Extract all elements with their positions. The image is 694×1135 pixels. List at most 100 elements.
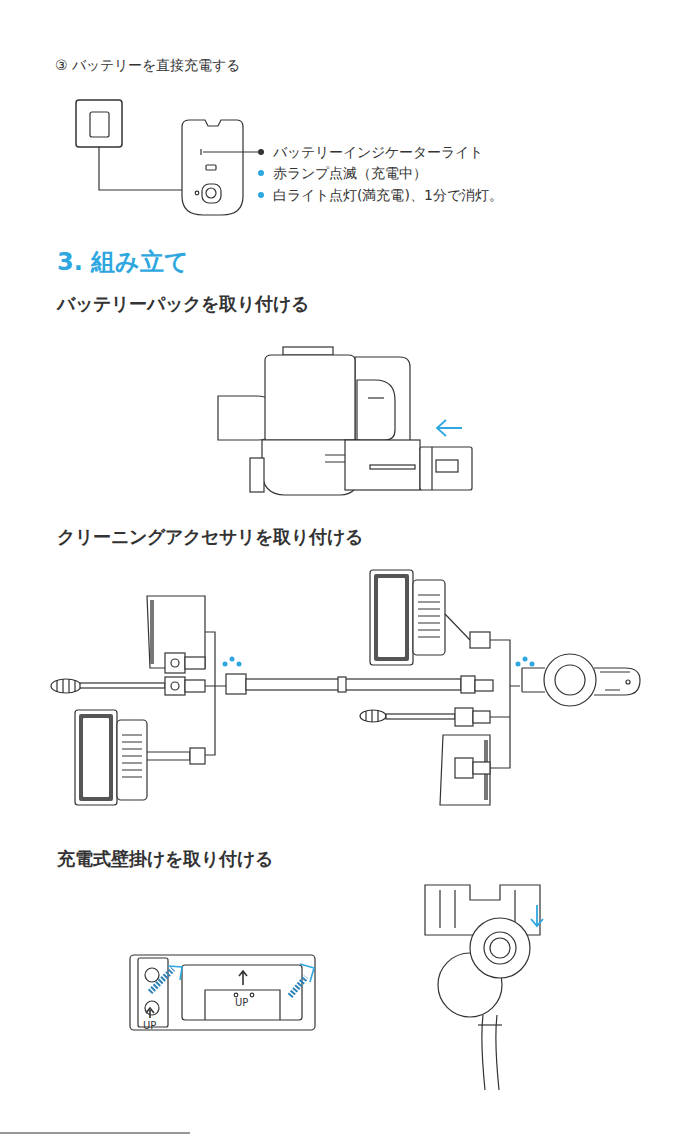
screw (300, 964, 314, 982)
connect-dots (230, 657, 235, 662)
leader-line (258, 192, 264, 198)
screw (150, 964, 314, 996)
crevice-tool (171, 682, 179, 690)
crevice-tool (360, 708, 490, 726)
crevice-tool (386, 714, 455, 719)
crevice-tool (185, 680, 205, 692)
orientation-mark: UP (235, 996, 248, 1009)
vacuum-body (368, 397, 384, 398)
floor-head (117, 720, 147, 800)
down-arrow (531, 905, 543, 926)
floor-head (370, 570, 490, 665)
mounted-vacuum (470, 918, 530, 978)
wall-mount-plate (182, 965, 302, 1020)
dust-brush (147, 780, 200, 805)
screw (168, 966, 182, 980)
connect-dots (516, 662, 521, 667)
extension-tube (246, 679, 461, 690)
wall-mount-plate (145, 968, 159, 982)
dust-brush (185, 657, 205, 669)
dust-brush (171, 659, 179, 667)
crevice-tool (51, 679, 81, 693)
mounted-vacuum (484, 932, 516, 964)
floor-head (75, 710, 117, 805)
wall-mount-plate (130, 955, 315, 1030)
floor-head (147, 752, 190, 760)
floor-head (79, 714, 113, 801)
vacuum-body (345, 440, 420, 490)
wall-mount-plate (239, 971, 247, 985)
wall-mount-plate (250, 993, 254, 997)
floor-head (418, 595, 440, 637)
wall-mount-plate (146, 1008, 154, 1018)
battery-pack (195, 191, 199, 195)
wall-mount-plate (130, 955, 315, 1030)
connect-dots (223, 662, 228, 667)
vacuum-body (283, 347, 333, 355)
floor-head (190, 748, 205, 764)
battery-pack (202, 184, 221, 203)
dust-brush (455, 758, 473, 778)
dust-brush (473, 762, 490, 774)
vacuum-body (265, 355, 355, 440)
vacuum-body (250, 458, 264, 492)
handheld-unit (522, 654, 640, 706)
extension-tube (338, 677, 346, 692)
leader-line (258, 170, 264, 176)
crevice-tool (80, 683, 165, 688)
battery-pack (182, 120, 243, 215)
bracket-line (490, 640, 520, 768)
leader-line (258, 149, 264, 155)
connect-dots (237, 662, 242, 667)
crevice-tool (366, 710, 378, 722)
extension-tube (461, 676, 475, 693)
screw (290, 977, 306, 996)
handheld-unit (522, 668, 545, 692)
charger-adapter (76, 100, 122, 147)
wall-mount-plate (205, 990, 280, 1020)
mounted-vacuum (490, 938, 510, 958)
bracket-line (205, 632, 226, 755)
orientation-mark: UP (143, 1019, 156, 1032)
down-arrow (531, 905, 543, 926)
dust-brush (150, 600, 154, 664)
mounted-vacuum (478, 1024, 502, 1025)
floor-head (374, 574, 409, 661)
dust-brush (440, 735, 490, 805)
vacuum-body (431, 447, 432, 490)
floor-head (370, 570, 413, 665)
subsection-heading: バッテリーパックを取り付ける (57, 292, 309, 315)
floor-head (378, 578, 405, 657)
vacuum-body (218, 347, 472, 495)
vacuum-body (370, 465, 415, 469)
dust-brush (165, 653, 185, 673)
footer-rule (0, 1133, 190, 1134)
callout-text: 赤ランプ点滅（充電中） (273, 164, 427, 182)
mounted-vacuum (425, 885, 540, 1090)
extension-tube (475, 680, 493, 691)
subsection-heading: クリーニングアクセサリを取り付ける (57, 525, 363, 548)
floor-head (470, 632, 490, 648)
floor-head (83, 718, 109, 797)
handheld-unit (600, 672, 630, 690)
charger-adapter (76, 100, 199, 190)
callout-text: バッテリーインジケーターライト (273, 143, 483, 161)
vacuum-body (357, 380, 395, 440)
crevice-tool (51, 677, 205, 695)
subsection-heading: 充電式壁掛けを取り付ける (57, 847, 273, 870)
floor-head (413, 580, 445, 655)
battery-pack (206, 188, 216, 198)
extension-tube (226, 674, 246, 694)
insert-arrow (437, 420, 462, 436)
handheld-unit (626, 680, 630, 684)
handheld-unit (555, 665, 585, 695)
floor-head (122, 735, 142, 777)
step-heading: ③ バッテリーを直接充電する (55, 56, 240, 74)
handheld-unit (594, 668, 640, 695)
callout-text: 白ライト点灯(満充電)、1分で消灯。 (273, 186, 503, 204)
vacuum-body (436, 460, 458, 472)
battery-pack (182, 120, 243, 215)
floor-head (75, 710, 205, 805)
leader-line (203, 151, 259, 152)
